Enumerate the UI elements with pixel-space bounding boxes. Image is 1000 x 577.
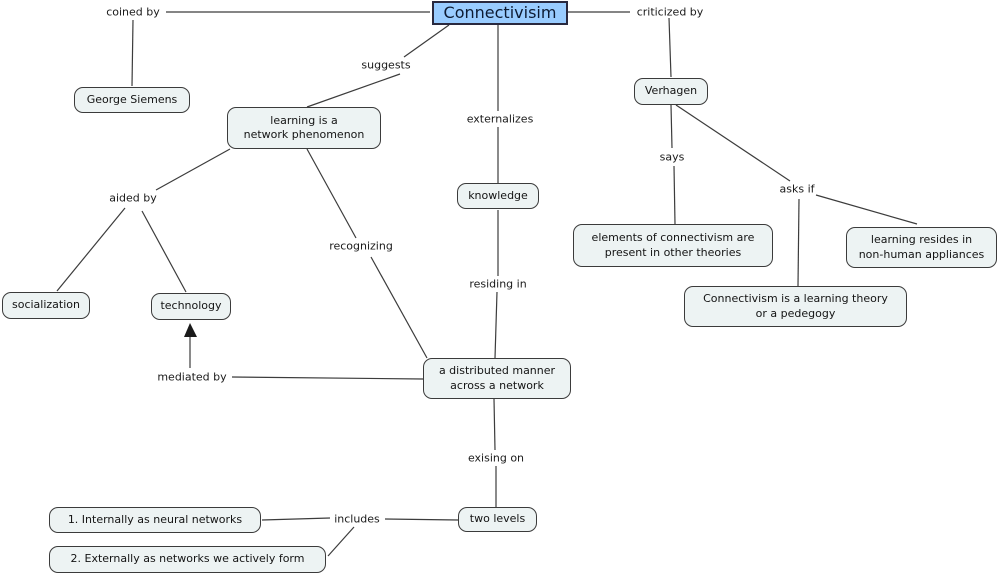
link-label-asks-if[interactable]: asks if	[779, 182, 815, 196]
link-label-externalizes[interactable]: externalizes	[466, 112, 534, 126]
edge-includes-twolevels	[384, 518, 459, 521]
node-nonhuman-appliances[interactable]: learning resides in non-human appliances	[846, 227, 997, 268]
link-label-criticized-by[interactable]: criticized by	[636, 5, 704, 19]
edge-verhagen-asksif	[675, 104, 791, 182]
node-two-levels[interactable]: two levels	[458, 507, 537, 532]
edge-verhagen-says	[670, 104, 673, 149]
edge-distributed-exisingon	[493, 398, 496, 451]
node-socialization[interactable]: socialization	[2, 292, 90, 319]
edge-learning-recognizing	[306, 148, 357, 239]
node-distributed-manner[interactable]: a distributed manner across a network	[423, 358, 571, 399]
edge-mediatedby-distributed	[231, 376, 424, 380]
link-label-mediated-by[interactable]: mediated by	[157, 370, 227, 384]
node-knowledge[interactable]: knowledge	[457, 183, 539, 209]
edge-internally-includes	[261, 517, 331, 521]
link-label-residing-in[interactable]: residing in	[469, 277, 527, 291]
link-label-says[interactable]: says	[659, 150, 685, 164]
edge-includes-externally	[327, 526, 355, 557]
edge-asksif-appliances	[815, 194, 918, 225]
node-learning-network-phenomenon[interactable]: learning is a network phenomenon	[227, 107, 381, 149]
edge-coinedby-george	[131, 19, 134, 87]
edge-recognizing-distributed	[370, 256, 428, 359]
node-theory-or-pedegogy[interactable]: Connectivism is a learning theory or a p…	[684, 286, 907, 327]
edge-title-suggests	[403, 24, 450, 58]
node-elements-other-theories[interactable]: elements of connectivism are present in …	[573, 224, 773, 267]
node-connectivisim[interactable]: Connectivisim	[432, 1, 568, 25]
node-technology[interactable]: technology	[151, 293, 231, 320]
node-internally-neural-networks[interactable]: 1. Internally as neural networks	[49, 507, 261, 533]
edge-aidedby-socialization	[56, 207, 126, 292]
edge-aidedby-technology	[141, 210, 187, 293]
edge-residingin-distributed	[494, 291, 498, 359]
link-label-recognizing[interactable]: recognizing	[329, 239, 393, 253]
node-george-siemens[interactable]: George Siemens	[74, 87, 190, 113]
edge-learning-aidedby	[155, 148, 231, 191]
edge-says-elements	[673, 165, 676, 225]
node-verhagen[interactable]: Verhagen	[634, 78, 708, 105]
edge-asksif-theory	[797, 198, 800, 287]
edge-criticizedby-verhagen	[668, 17, 672, 78]
link-label-coined-by[interactable]: coined by	[106, 5, 160, 19]
link-label-exising-on[interactable]: exising on	[467, 451, 525, 465]
link-label-aided-by[interactable]: aided by	[109, 191, 157, 205]
edge-suggests-learning	[306, 73, 401, 108]
link-label-suggests[interactable]: suggests	[361, 58, 411, 72]
arrowhead-mediatedby-technology	[184, 323, 197, 337]
node-externally-networks-form[interactable]: 2. Externally as networks we actively fo…	[49, 546, 326, 573]
link-label-includes[interactable]: includes	[334, 512, 380, 526]
